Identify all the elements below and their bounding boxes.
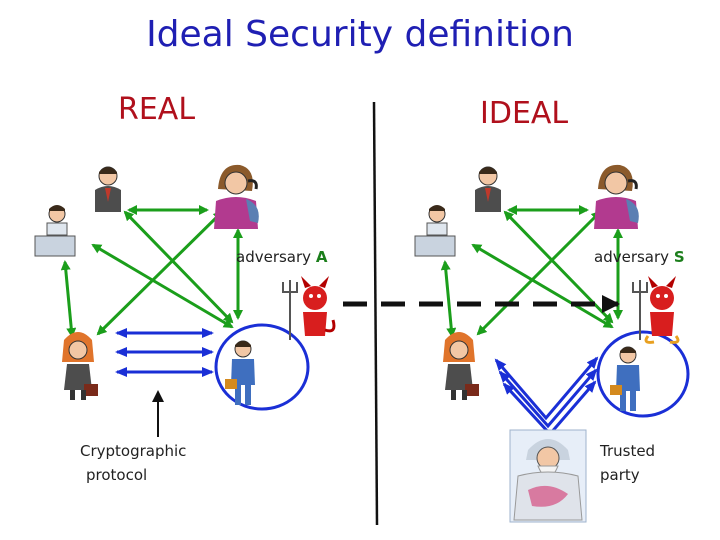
businessman-icon: [225, 340, 255, 405]
ideal-adversary-prefix: adversary: [594, 248, 674, 266]
real-adversary-letter: A: [315, 248, 328, 266]
protocol-label: Cryptographic protocol: [80, 439, 186, 487]
ideal-blue-arrows: [494, 356, 599, 437]
protocol-label-line1: Cryptographic: [80, 442, 187, 460]
trusted-party-label: Trusted party: [600, 439, 655, 487]
protocol-label-line2: protocol: [86, 466, 148, 484]
woman-icon: [443, 332, 479, 400]
devil-icon: [282, 276, 336, 340]
phone-woman-icon: [594, 164, 639, 229]
trusted-label-line2: party: [600, 466, 640, 484]
divider-line: [372, 101, 379, 526]
devil-icon: [632, 276, 680, 344]
woman-icon: [62, 332, 98, 400]
trusted-label-line1: Trusted: [600, 442, 656, 460]
real-green-arrows: [60, 205, 243, 338]
phone-woman-icon: [214, 164, 259, 229]
man-icon: [95, 166, 121, 212]
wizard-icon: [509, 429, 587, 523]
programmer-icon: [34, 205, 76, 257]
ideal-adversary-letter: S: [673, 248, 685, 266]
programmer-icon: [414, 205, 456, 257]
businessman-icon: [610, 346, 640, 411]
man-icon: [475, 166, 501, 212]
real-blue-arrows: [115, 328, 214, 377]
ideal-corruption-circle: [596, 330, 690, 418]
real-corruption-circle: [214, 323, 310, 411]
real-adversary-prefix: adversary: [236, 248, 316, 266]
ideal-adversary-label: adversary S: [594, 245, 685, 269]
real-adversary-label: adversary A: [236, 245, 327, 269]
real-heading: REAL: [118, 92, 196, 127]
ideal-green-arrows: [440, 205, 623, 338]
ideal-heading: IDEAL: [480, 96, 569, 131]
slide-title: Ideal Security definition: [146, 14, 574, 55]
